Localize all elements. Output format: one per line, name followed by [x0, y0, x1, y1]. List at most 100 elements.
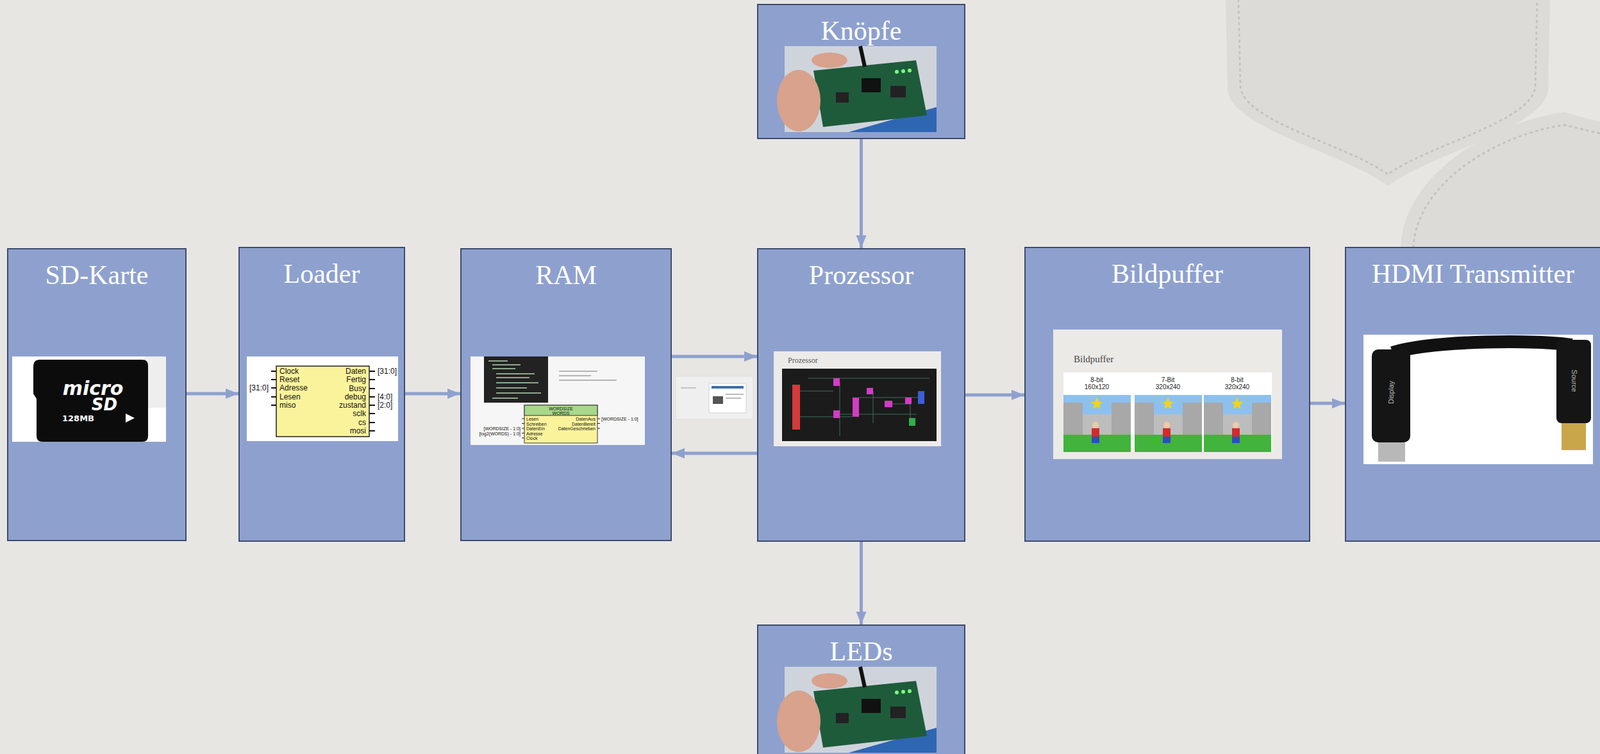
pin-stub — [369, 430, 375, 432]
box-title: SD-Karte — [8, 249, 186, 291]
format-label: 7-Bit 320x240 — [1153, 376, 1183, 391]
code-screenshot — [483, 356, 549, 403]
pin-stub — [271, 396, 277, 398]
box-title: RAM — [461, 249, 671, 291]
pin-stub — [271, 404, 277, 406]
pin-stub — [521, 418, 525, 420]
symbol-header — [524, 405, 598, 416]
bus-width: [2:0] — [377, 401, 393, 409]
note-line — [558, 370, 598, 372]
connector-arrow — [965, 393, 1025, 397]
thumb-line — [725, 397, 742, 399]
bus-width: [log2(WORDS) - 1:0] — [478, 430, 521, 436]
pin-stubs — [521, 418, 600, 438]
schematic-block — [905, 397, 912, 404]
format-label: 8-bit 160x120 — [1082, 376, 1112, 391]
picture-ground — [470, 356, 645, 445]
schematic-block — [866, 387, 874, 395]
pin-label: Adresse — [526, 430, 543, 436]
bus-width: [31:0] — [377, 367, 397, 375]
plug-text: Source — [1570, 369, 1578, 393]
connector-arrow — [671, 355, 758, 359]
pin-stub — [521, 437, 525, 439]
pin-label: Clock — [279, 367, 299, 375]
connector-arrow — [671, 451, 758, 456]
hdmi-plug — [1371, 349, 1411, 443]
connector-arrow — [859, 139, 863, 249]
pin-label: debug — [344, 392, 367, 401]
pin-stub — [597, 423, 600, 424]
pin-label: sclk — [352, 409, 367, 418]
scene-image — [1134, 394, 1202, 452]
code-line — [492, 367, 516, 370]
bus-width: [31:0] — [249, 383, 269, 392]
schematic-block — [917, 391, 925, 404]
pin-label: DatenEin — [526, 426, 545, 431]
picture-ground — [246, 356, 399, 442]
schematic-view — [782, 368, 937, 442]
hdmi-tip — [1378, 442, 1406, 462]
pin-stub — [369, 378, 375, 381]
pin-label: Lesen — [279, 392, 301, 401]
schematic-block — [884, 400, 893, 408]
bus-width: [WORDSIZE - 1:0] — [483, 426, 521, 431]
ornament-dots — [1413, 125, 1600, 247]
code-line — [496, 376, 530, 379]
box-title: Loader — [239, 248, 404, 290]
pin-label: Reset — [279, 375, 300, 384]
note-lines — [558, 370, 617, 381]
sd-card — [33, 359, 149, 442]
pin-stub — [271, 387, 277, 389]
box-title: LEDs — [758, 625, 965, 667]
pin-stub — [369, 387, 375, 390]
plug-text: Display — [1387, 380, 1395, 404]
thumb-panel — [708, 383, 747, 413]
scene-image — [1203, 394, 1272, 452]
pin-label: Adresse — [279, 383, 308, 392]
pin-label: Clock — [526, 435, 538, 441]
connector-arrow — [186, 392, 239, 396]
pin-stub — [369, 421, 375, 424]
code-line — [492, 364, 521, 366]
pin-stub — [369, 396, 375, 398]
schematic-block — [908, 417, 916, 426]
module-symbol — [276, 366, 370, 437]
slide-thumbnail — [675, 376, 754, 420]
thumb-line — [725, 393, 744, 395]
code-line — [488, 360, 508, 362]
code-line — [496, 392, 542, 394]
connector-arrow — [859, 541, 863, 625]
ornament-shape — [1400, 112, 1600, 247]
board-photo — [776, 46, 937, 133]
picture-ground — [12, 356, 167, 442]
logo-text: micro — [62, 378, 124, 399]
pin-stub — [521, 432, 525, 434]
format-label: 8-bit 320x240 — [1222, 376, 1252, 391]
pin-label: Lesen — [526, 416, 539, 422]
code-line — [496, 373, 535, 375]
picture-ground — [1053, 329, 1283, 459]
note-line — [558, 379, 617, 381]
pin-stub — [369, 404, 375, 406]
pin-label: DatenAus — [575, 416, 596, 422]
board-photo — [776, 666, 937, 753]
note-line — [558, 375, 592, 377]
pin-label: Busy — [348, 384, 367, 393]
box-title: HDMI Transmitter — [1346, 248, 1600, 290]
code-line — [496, 382, 539, 384]
bus-width: [WORDSIZE - 1:0] — [601, 416, 639, 422]
box-title: Prozessor — [758, 249, 965, 291]
box-title: Bildpuffer — [1025, 248, 1309, 290]
pin-label: Daten — [345, 367, 367, 375]
displayport-tip — [1561, 423, 1586, 450]
pin-label: Schreiben — [526, 421, 547, 426]
schematic-block — [792, 384, 800, 430]
parameter-label: WORDSIZE — [548, 405, 574, 411]
scene-image — [1063, 394, 1131, 452]
box-title: Knöpfe — [758, 5, 965, 47]
thumb-bar — [711, 385, 744, 389]
code-line — [496, 387, 527, 389]
schematic-block — [833, 378, 840, 386]
